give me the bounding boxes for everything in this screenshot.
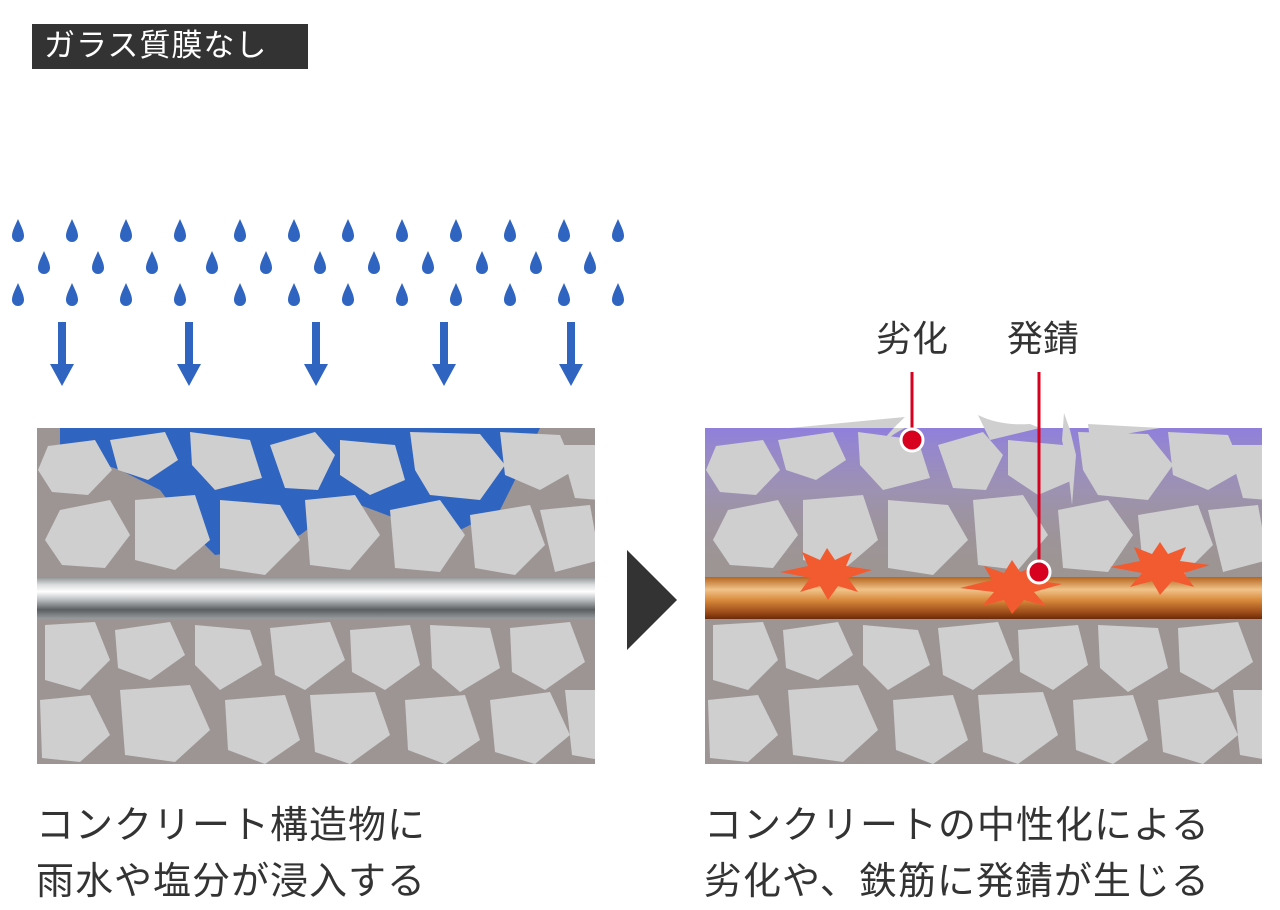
caption-before-line2: 雨水や塩分が浸入する (36, 859, 427, 903)
down-arrow-icon (559, 322, 583, 386)
degradation-marker (899, 427, 925, 453)
concrete-block-after (705, 428, 1262, 764)
caption-after: コンクリートの中性化による 劣化や、鉄筋に発錆が生じる (704, 797, 1210, 909)
caption-after-line2: 劣化や、鉄筋に発錆が生じる (704, 859, 1210, 903)
caption-before-line1: コンクリート構造物に (36, 803, 427, 847)
next-step-arrow-icon (627, 550, 677, 650)
concrete-block-before (37, 428, 595, 764)
rust-burst (1110, 542, 1210, 595)
caption-after-line1: コンクリートの中性化による (704, 803, 1210, 847)
callout-degradation: 劣化 (876, 319, 949, 360)
rust-burst (780, 548, 872, 600)
rust-bursts (780, 542, 1210, 614)
rain-drops (12, 219, 624, 306)
callout-markers (899, 372, 1052, 585)
section-tag: ガラス質膜なし (32, 24, 308, 69)
surface-flaking (790, 413, 1160, 505)
caption-before: コンクリート構造物に 雨水や塩分が浸入する (36, 797, 426, 909)
down-arrow-icon (432, 322, 456, 386)
callout-rust: 発錆 (1007, 319, 1080, 360)
down-arrow-icon (50, 322, 74, 386)
rust-burst (960, 560, 1062, 614)
rust-marker (1026, 559, 1052, 585)
down-arrow-icon (177, 322, 201, 386)
down-arrow-icon (304, 322, 328, 386)
rebar-steel (37, 577, 595, 619)
infiltration-arrows (50, 322, 583, 386)
